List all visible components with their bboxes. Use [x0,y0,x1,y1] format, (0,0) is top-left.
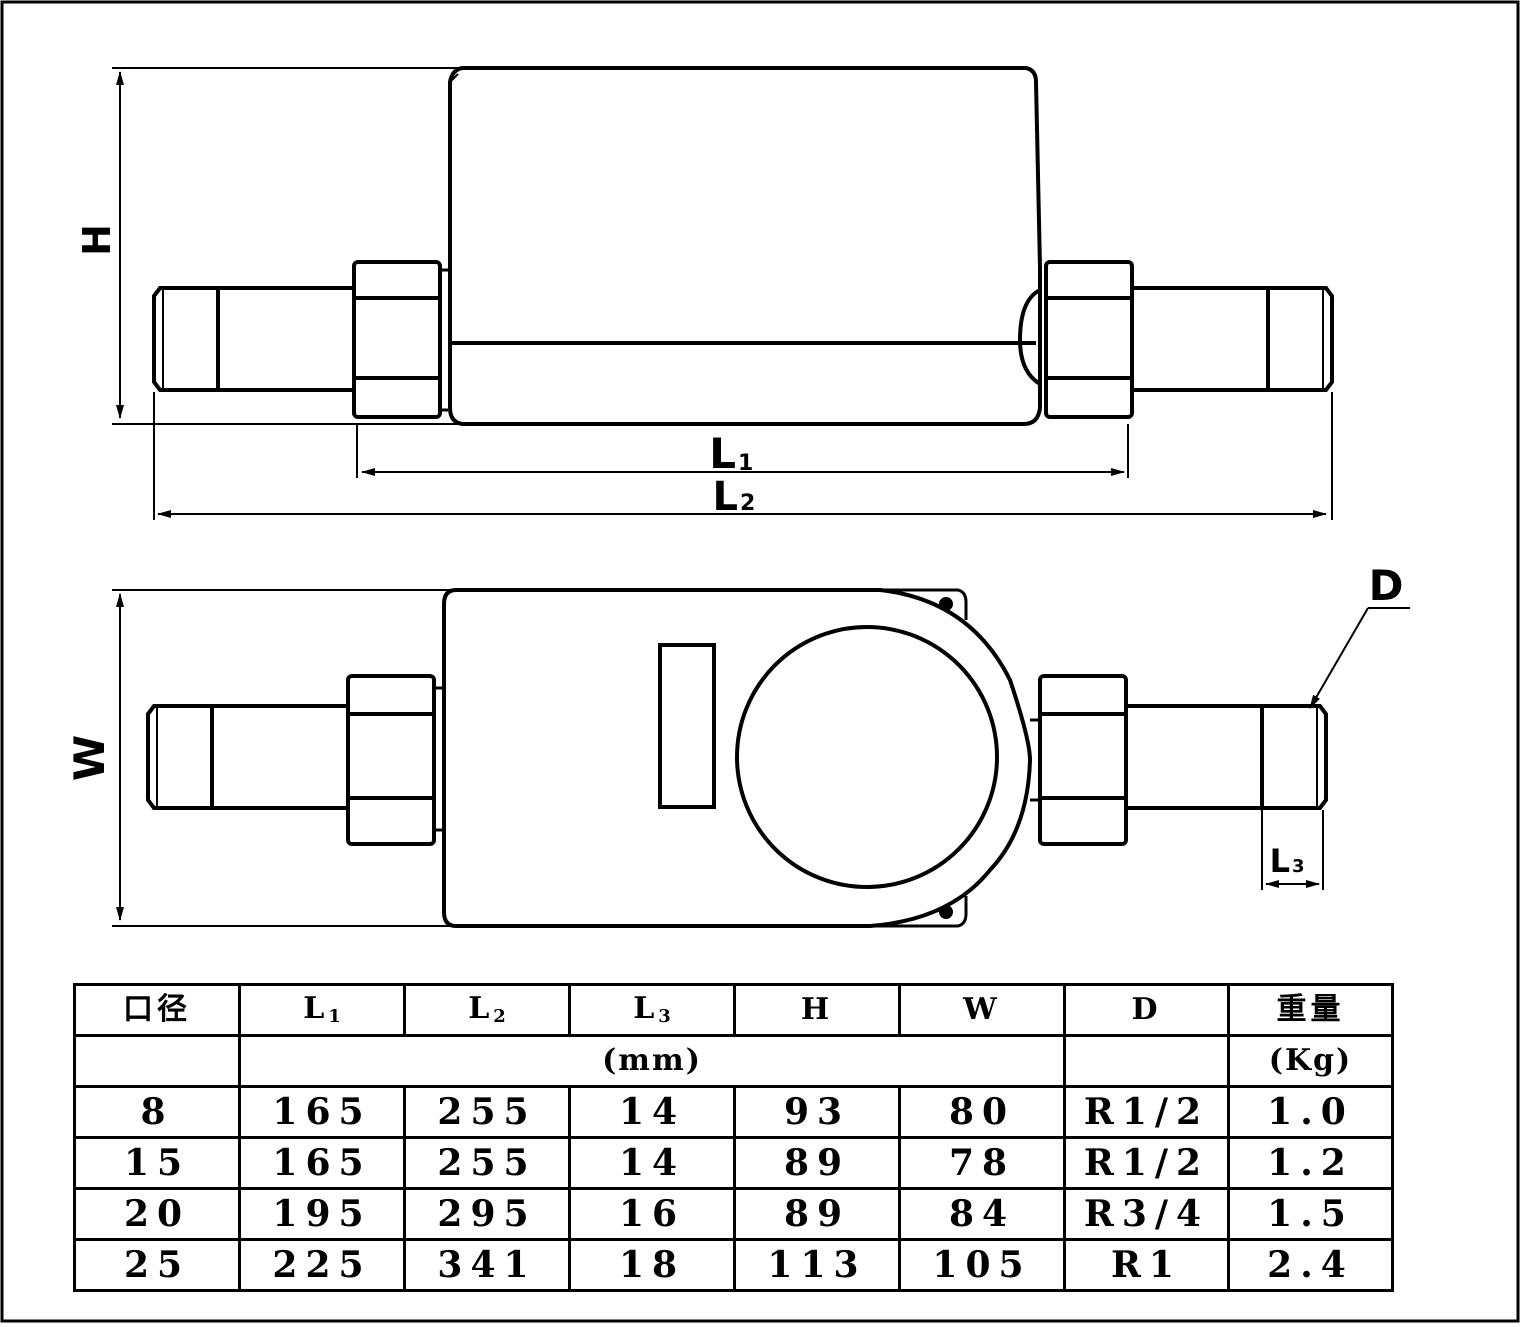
h-label: H [75,224,119,256]
cell-h: 93 [733,1085,901,1139]
header-l1: L1 [238,983,406,1037]
header-d: D [1063,983,1230,1037]
cell-l3: 18 [568,1238,736,1292]
cell-weight: 1.0 [1227,1085,1394,1139]
specification-table: 口径 L1 L2 L3 H W D 重量 (mm) (Kg) 8 165 255… [73,983,1394,1292]
unit-blank-d [1063,1034,1230,1088]
table-row: 20 195 295 16 89 84 R3/4 1.5 [73,1187,1394,1241]
header-bore: 口径 [73,983,241,1037]
w-label: W [65,735,114,781]
cell-l3: 14 [568,1136,736,1190]
right-thread-top [1260,704,1328,810]
header-weight: 重量 [1227,983,1394,1037]
front-dimensions [112,67,1333,520]
cell-l1: 165 [238,1085,406,1139]
cell-d: R1/2 [1063,1085,1230,1139]
top-dimensions [112,589,1410,927]
cell-d: R3/4 [1063,1187,1230,1241]
header-l2: L2 [403,983,571,1037]
cell-h: 89 [733,1136,901,1190]
cell-l2: 255 [403,1136,571,1190]
top-view [146,588,1328,928]
cell-h: 89 [733,1187,901,1241]
l3-subscript: 3 [1292,856,1305,877]
cell-l1: 165 [238,1136,406,1190]
meter-body [448,66,1042,426]
cell-weight: 2.4 [1227,1238,1394,1292]
cell-d: R1/2 [1063,1136,1230,1190]
cell-l2: 255 [403,1085,571,1139]
unit-kg: (Kg) [1227,1034,1394,1088]
cell-w: 105 [898,1238,1066,1292]
cell-bore: 20 [73,1187,241,1241]
left-thread [152,286,220,392]
l3-label: L [1270,842,1290,880]
cell-bore: 25 [73,1238,241,1292]
table-row: 25 225 341 18 113 105 R1 2.4 [73,1238,1394,1292]
l1-label: L [709,429,736,478]
cell-bore: 8 [73,1085,241,1139]
cell-h: 113 [733,1238,901,1292]
dial-circle [735,625,999,889]
screw-top [939,597,953,611]
d-leader-line [1309,607,1369,709]
cell-l2: 341 [403,1238,571,1292]
cell-l1: 195 [238,1187,406,1241]
left-thread-top [146,704,214,810]
table-unit-row: (mm) (Kg) [73,1034,1394,1088]
l2-label: L [713,474,739,520]
screw-bottom [939,905,953,919]
l2-subscript: 2 [740,491,755,516]
cell-w: 78 [898,1136,1066,1190]
table-row: 8 165 255 14 93 80 R1/2 1.0 [73,1085,1394,1139]
d-label: D [1369,561,1404,610]
header-w: W [898,983,1066,1037]
body-boss [1017,288,1042,386]
header-l3: L3 [568,983,736,1037]
meter-body-top [442,588,1033,928]
cell-l3: 16 [568,1187,736,1241]
cell-w: 84 [898,1187,1066,1241]
cell-weight: 1.5 [1227,1187,1394,1241]
header-h: H [733,983,901,1037]
cell-l3: 14 [568,1085,736,1139]
front-view [152,66,1334,426]
unit-mm: (mm) [238,1034,1066,1088]
display-window [658,643,716,809]
cell-d: R1 [1063,1238,1230,1292]
cell-weight: 1.2 [1227,1136,1394,1190]
right-union-nut-top [1038,674,1128,846]
table-row: 15 165 255 14 89 78 R1/2 1.2 [73,1136,1394,1190]
right-union-nut [1044,260,1134,419]
cell-bore: 15 [73,1136,241,1190]
right-thread [1266,286,1334,392]
cell-l1: 225 [238,1238,406,1292]
unit-blank [73,1034,241,1088]
left-union-nut-top [346,674,436,846]
cell-w: 80 [898,1085,1066,1139]
cell-l2: 295 [403,1187,571,1241]
left-union-nut [352,260,442,419]
table-header-row: 口径 L1 L2 L3 H W D 重量 [73,983,1394,1037]
l1-subscript: 1 [738,451,753,476]
